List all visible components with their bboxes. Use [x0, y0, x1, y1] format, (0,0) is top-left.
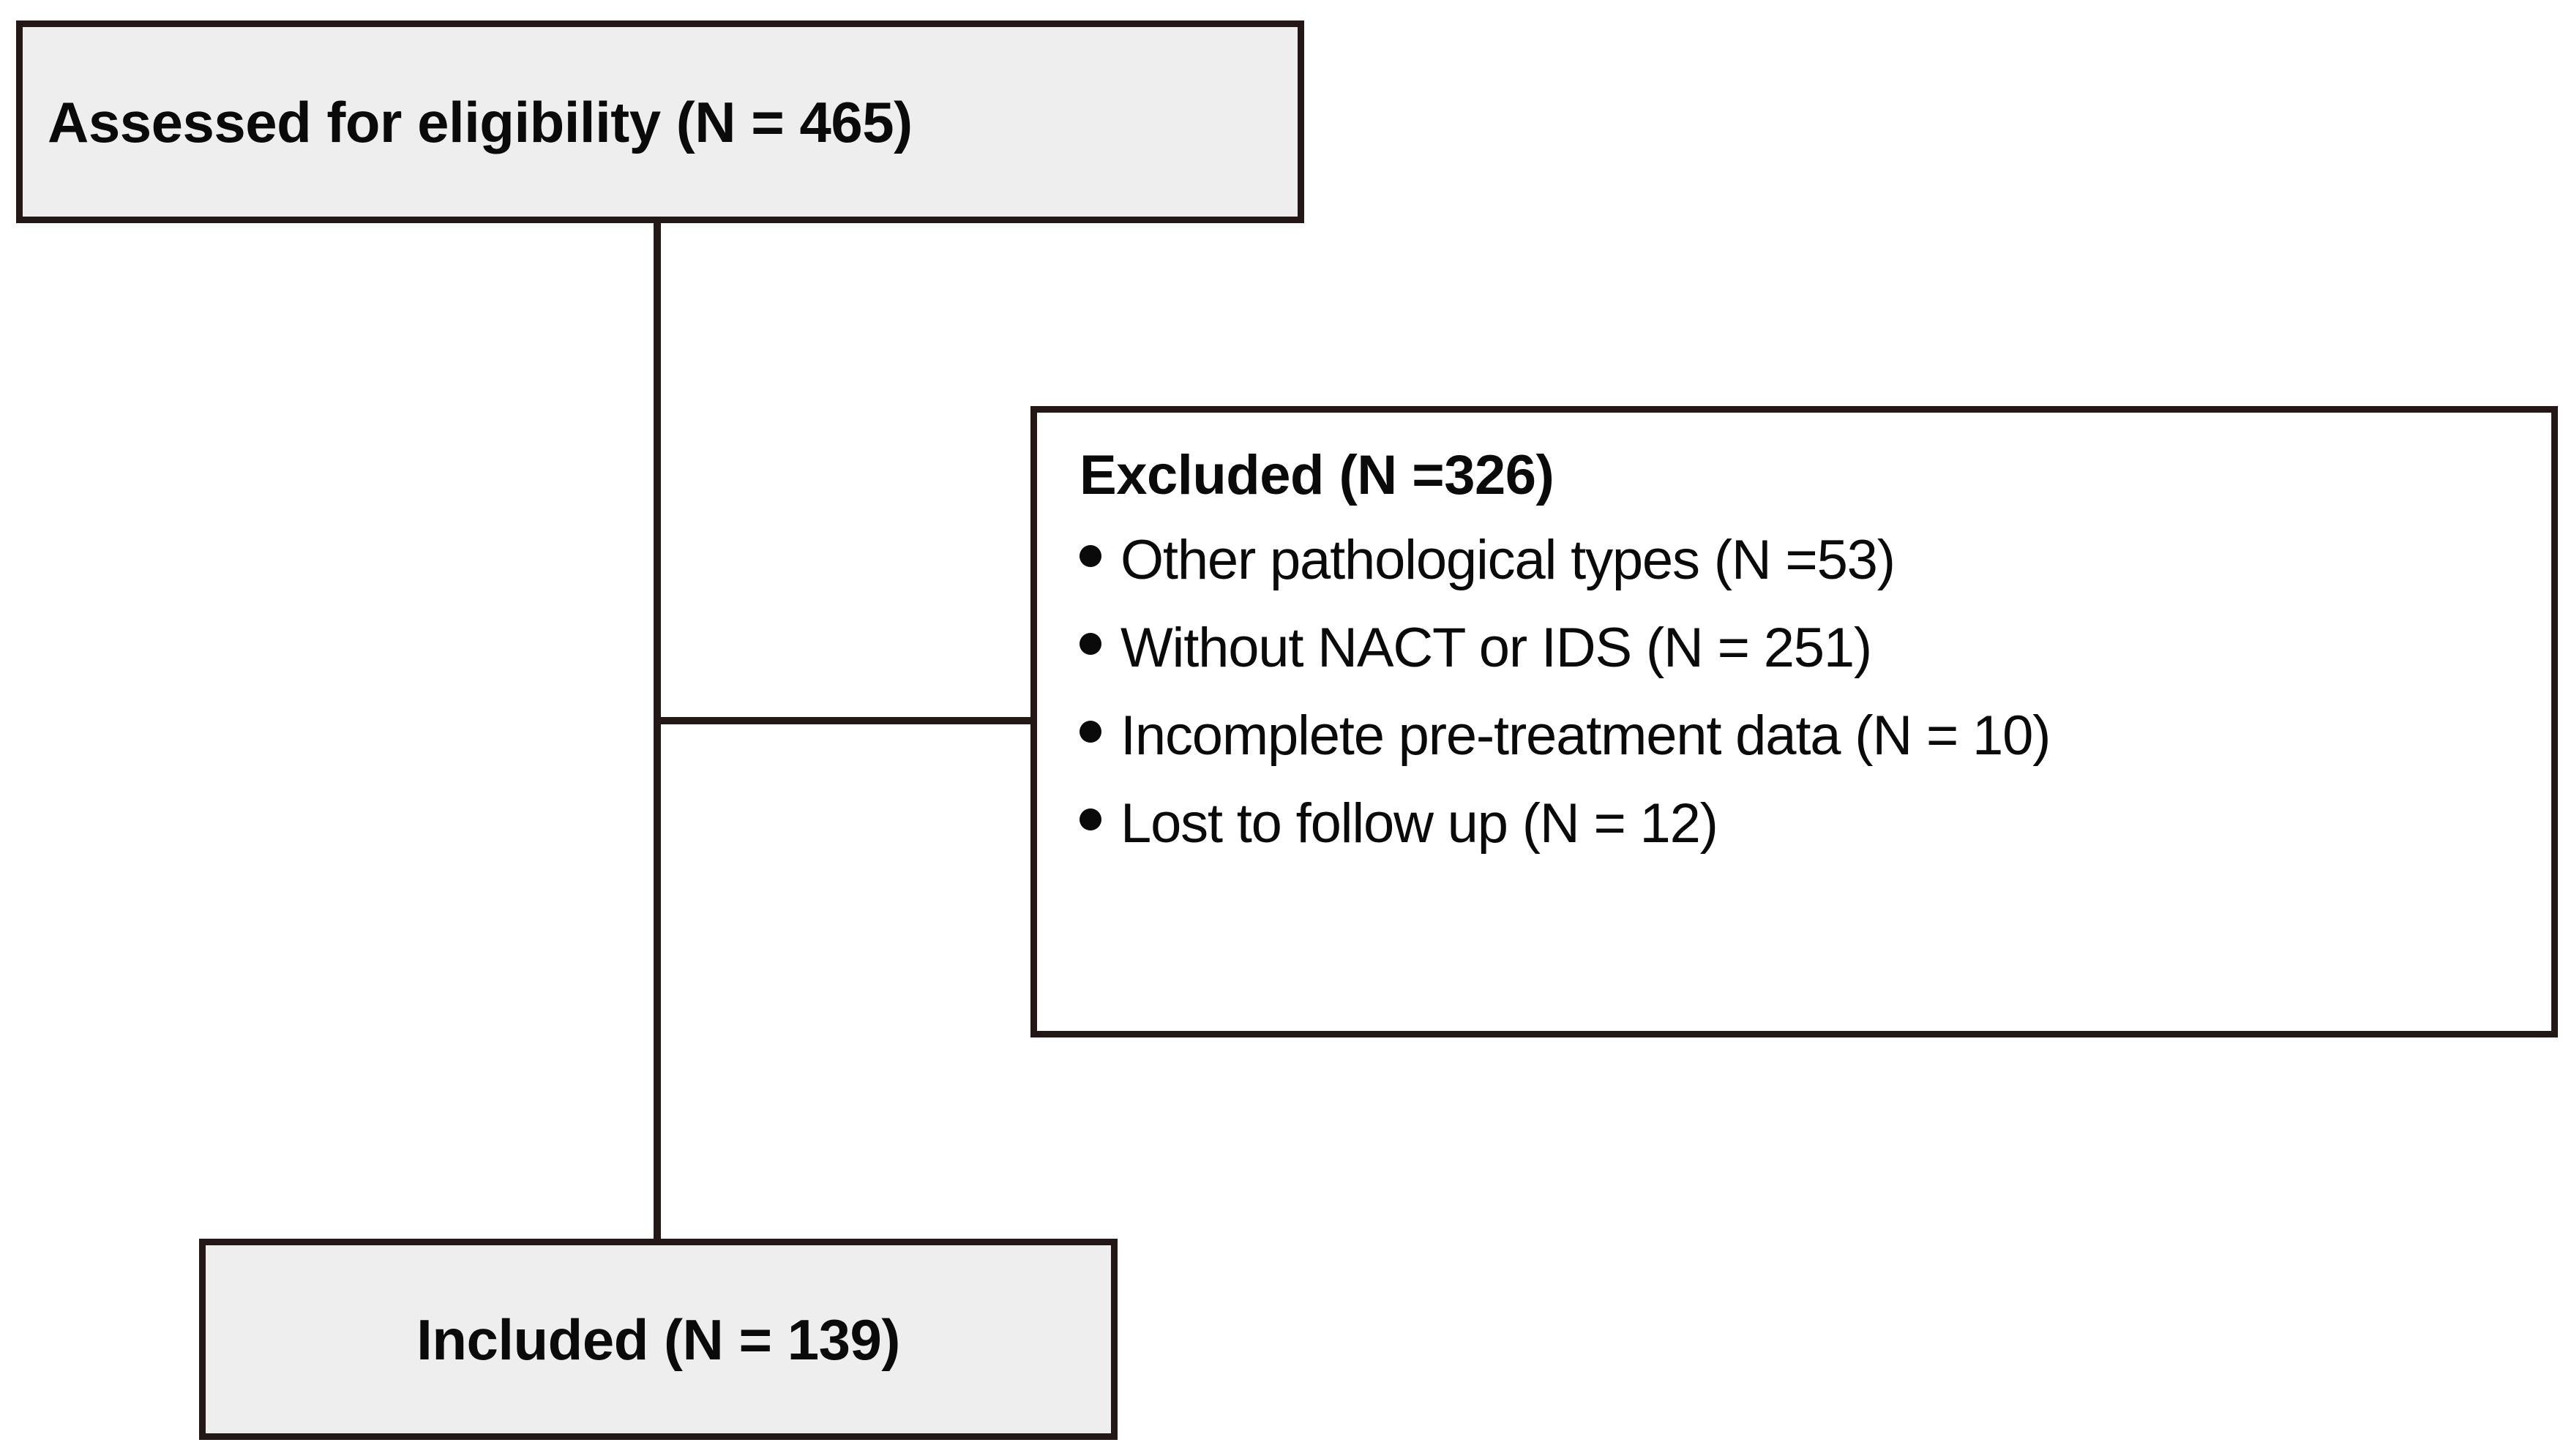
excluded-reason-list: Other pathological types (N =53) Without… [1080, 533, 2551, 852]
excluded-reason-label: Other pathological types (N =53) [1120, 529, 1896, 591]
included-label: Included (N = 139) [416, 1307, 900, 1372]
assessed-label: Assessed for eligibility (N = 465) [48, 89, 913, 154]
bullet-dot-icon [1080, 808, 1101, 830]
bullet-dot-icon [1080, 633, 1101, 655]
list-item: Without NACT or IDS (N = 251) [1080, 620, 2551, 676]
list-item: Other pathological types (N =53) [1080, 533, 2551, 588]
excluded-reason-label: Without NACT or IDS (N = 251) [1120, 617, 1872, 679]
bullet-dot-icon [1080, 721, 1101, 743]
bullet-dot-icon [1080, 545, 1101, 567]
excluded-title: Excluded (N =326) [1080, 444, 1554, 506]
connector-vertical-assessed-to-included [654, 219, 661, 1242]
node-included: Included (N = 139) [199, 1239, 1118, 1440]
excluded-reason-label: Lost to follow up (N = 12) [1120, 792, 1718, 855]
excluded-reason-label: Incomplete pre-treatment data (N = 10) [1120, 705, 2051, 767]
node-assessed-for-eligibility: Assessed for eligibility (N = 465) [16, 20, 1304, 223]
connector-horizontal-to-excluded [654, 717, 1034, 724]
node-excluded: Excluded (N =326) Other pathological typ… [1030, 406, 2558, 1037]
list-item: Incomplete pre-treatment data (N = 10) [1080, 708, 2551, 764]
list-item: Lost to follow up (N = 12) [1080, 796, 2551, 852]
